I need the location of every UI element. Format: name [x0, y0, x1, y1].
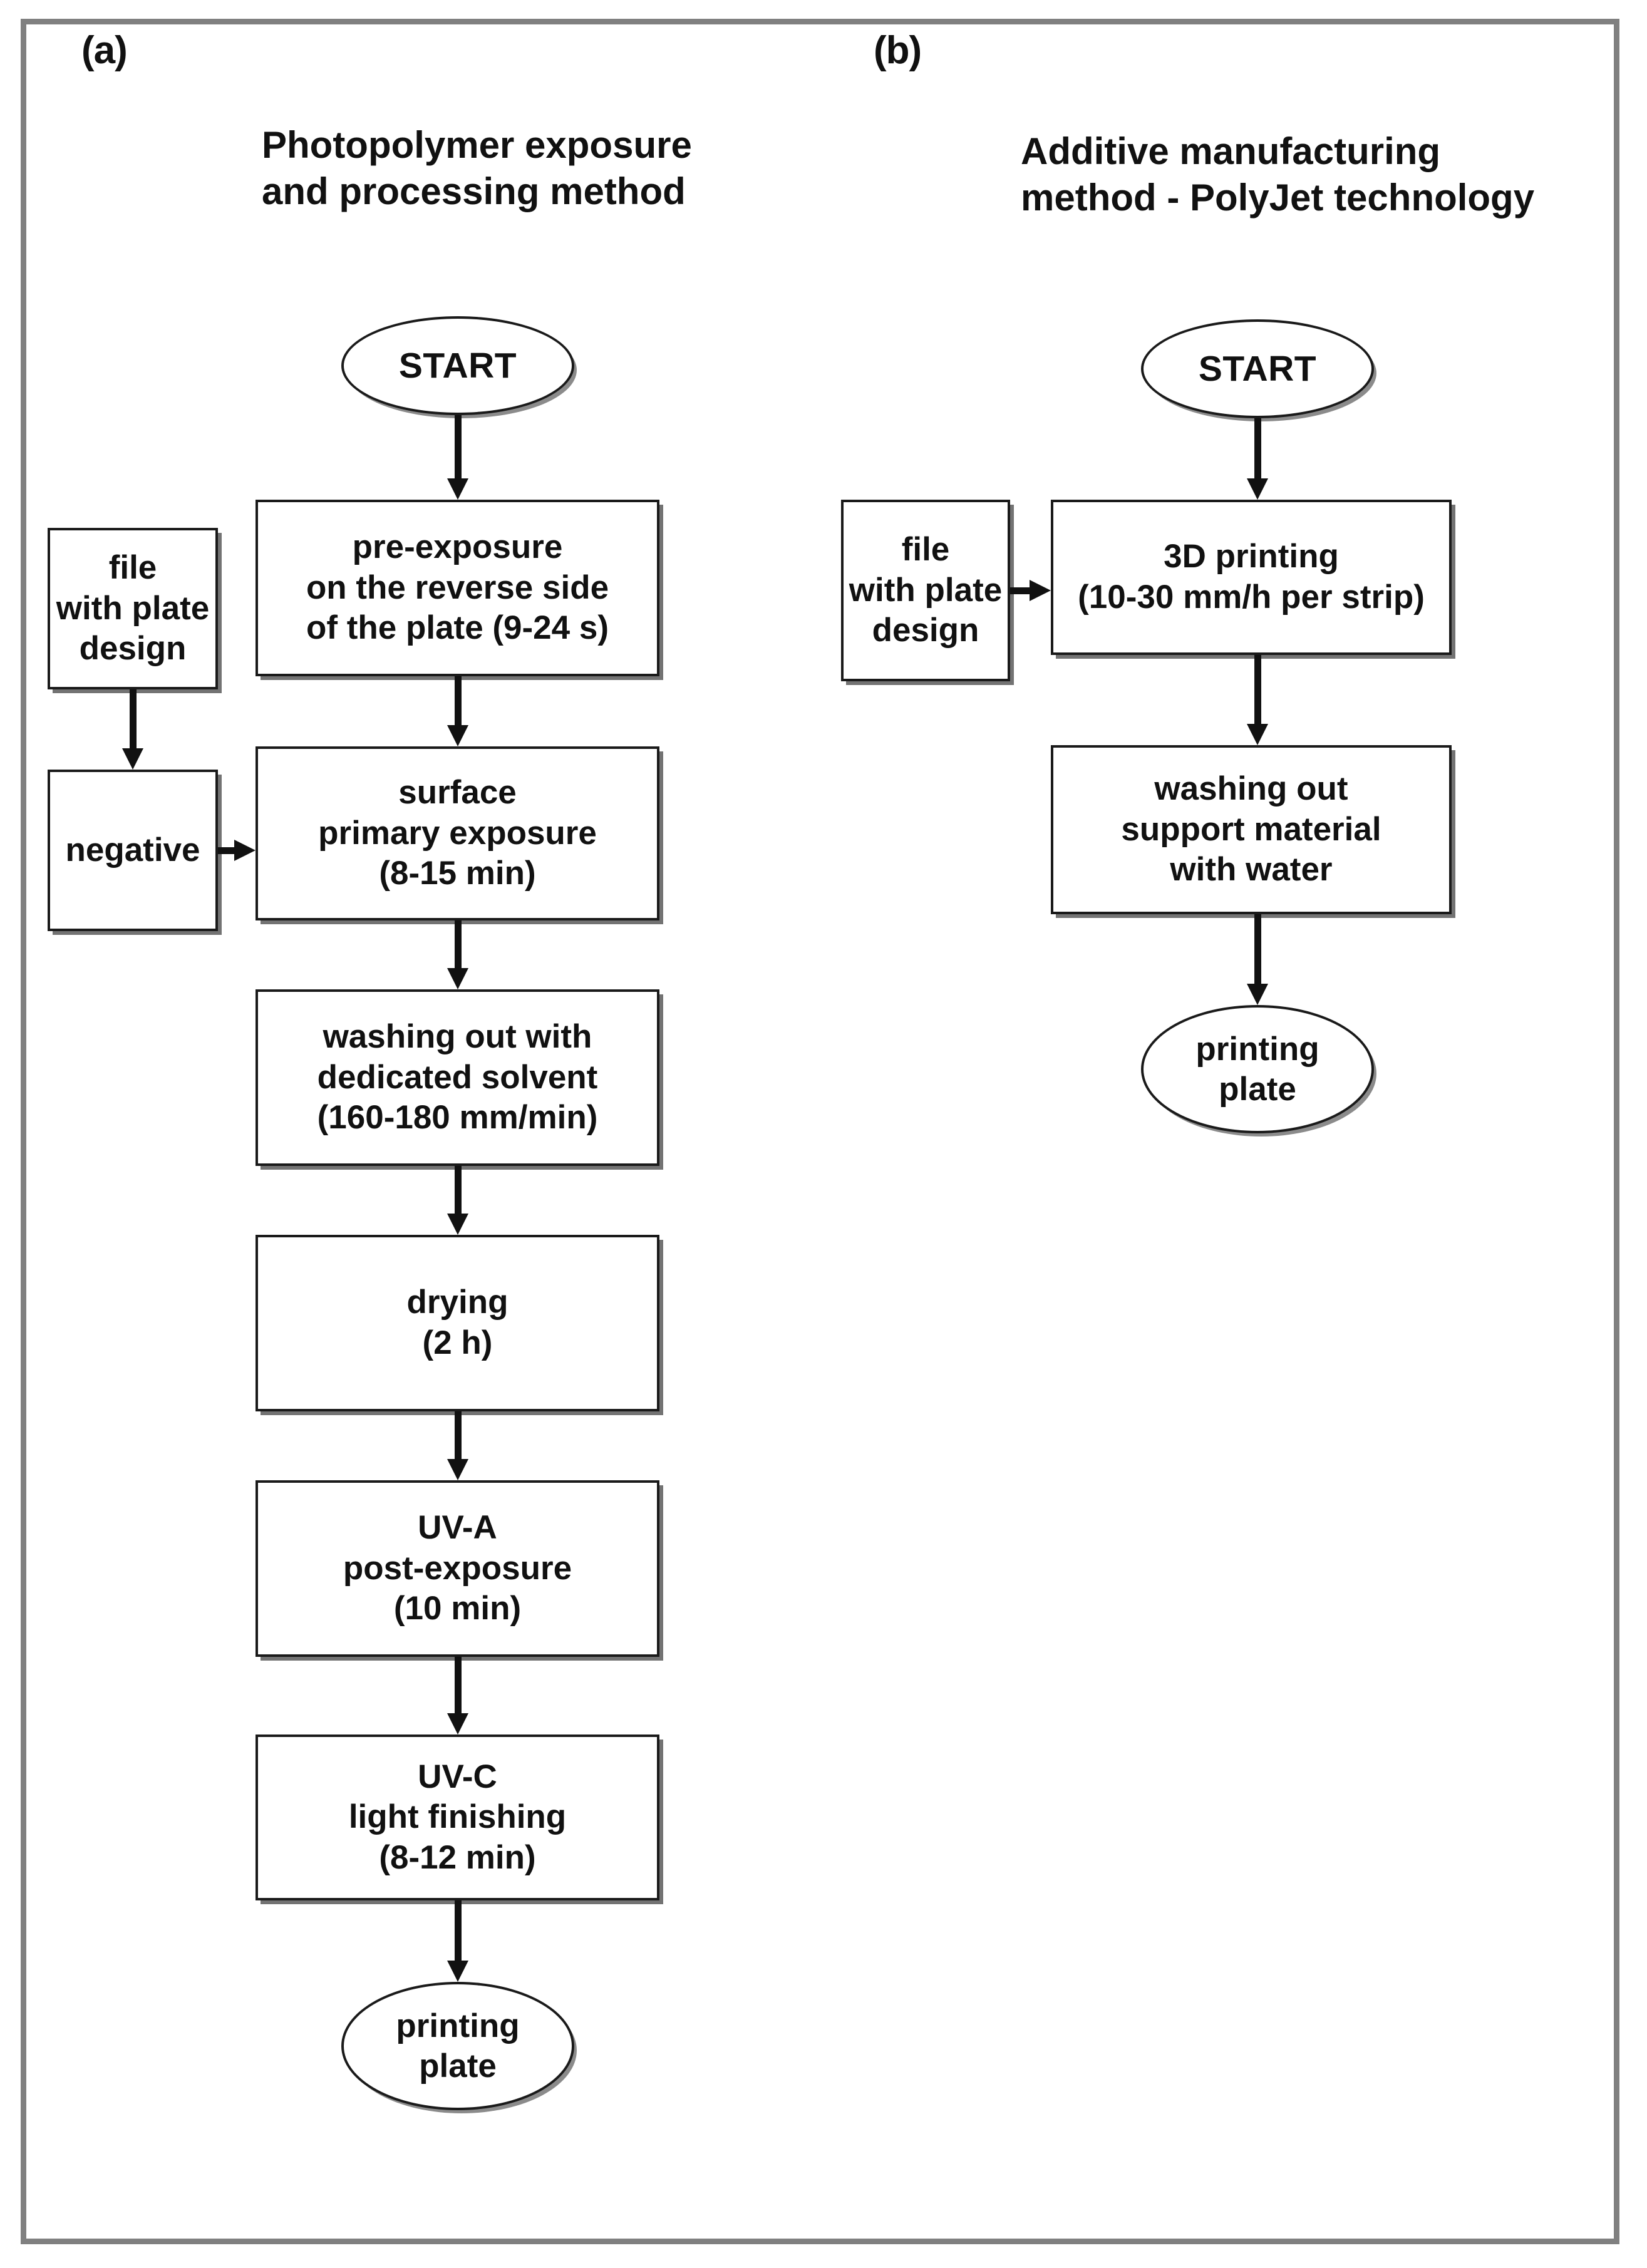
- panel-a-step-1: pre-exposure on the reverse side of the …: [256, 500, 659, 676]
- panel-a-start-node: START: [341, 316, 574, 415]
- panel-b-letter: (b): [874, 29, 922, 72]
- panel-a-step-3-label: washing out with dedicated solvent (160-…: [317, 1018, 598, 1137]
- panel-a-step-4: drying (2 h): [256, 1235, 659, 1411]
- panel-b-file-box: file with plate design: [841, 500, 1010, 681]
- panel-b-start-node: START: [1141, 319, 1374, 418]
- panel-a-step-4-label: drying (2 h): [406, 1284, 509, 1361]
- panel-a-file-box: file with plate design: [48, 528, 218, 689]
- panel-a-heading: Photopolymer exposure and processing met…: [262, 124, 692, 213]
- panel-a-end-label: printing plate: [396, 2007, 520, 2085]
- panel-b-heading: Additive manufacturing method - PolyJet …: [1021, 130, 1535, 219]
- panel-b-end-node: printing plate: [1141, 1005, 1374, 1133]
- panel-a-step-1-label: pre-exposure on the reverse side of the …: [306, 528, 609, 647]
- panel-a-step-5-label: UV-A post-exposure (10 min): [343, 1509, 572, 1627]
- panel-a-start-label: START: [398, 345, 517, 386]
- panel-a-file-label: file with plate design: [56, 549, 210, 668]
- panel-a-letter: (a): [81, 29, 128, 72]
- panel-b-file-label: file with plate design: [849, 531, 1003, 649]
- panel-b-step-1: 3D printing (10-30 mm/h per strip): [1051, 500, 1452, 655]
- panel-a-step-2: surface primary exposure (8-15 min): [256, 746, 659, 920]
- panel-a-step-6: UV-C light finishing (8-12 min): [256, 1735, 659, 1900]
- panel-a-step-6-label: UV-C light finishing (8-12 min): [348, 1758, 567, 1876]
- panel-b-step-2: washing out support material with water: [1051, 745, 1452, 914]
- panel-a-step-2-label: surface primary exposure (8-15 min): [318, 774, 597, 892]
- figure-border: [21, 19, 1619, 2244]
- panel-a-end-node: printing plate: [341, 1982, 574, 2110]
- panel-b-end-label: printing plate: [1195, 1030, 1319, 1108]
- panel-a-step-3: washing out with dedicated solvent (160-…: [256, 989, 659, 1166]
- panel-b-start-label: START: [1198, 348, 1317, 389]
- panel-a-step-5: UV-A post-exposure (10 min): [256, 1480, 659, 1657]
- panel-b-step-2-label: washing out support material with water: [1121, 770, 1381, 889]
- panel-b-step-1-label: 3D printing (10-30 mm/h per strip): [1078, 538, 1425, 616]
- panel-a-negative-box: negative: [48, 770, 218, 931]
- panel-a-negative-label: negative: [65, 831, 200, 869]
